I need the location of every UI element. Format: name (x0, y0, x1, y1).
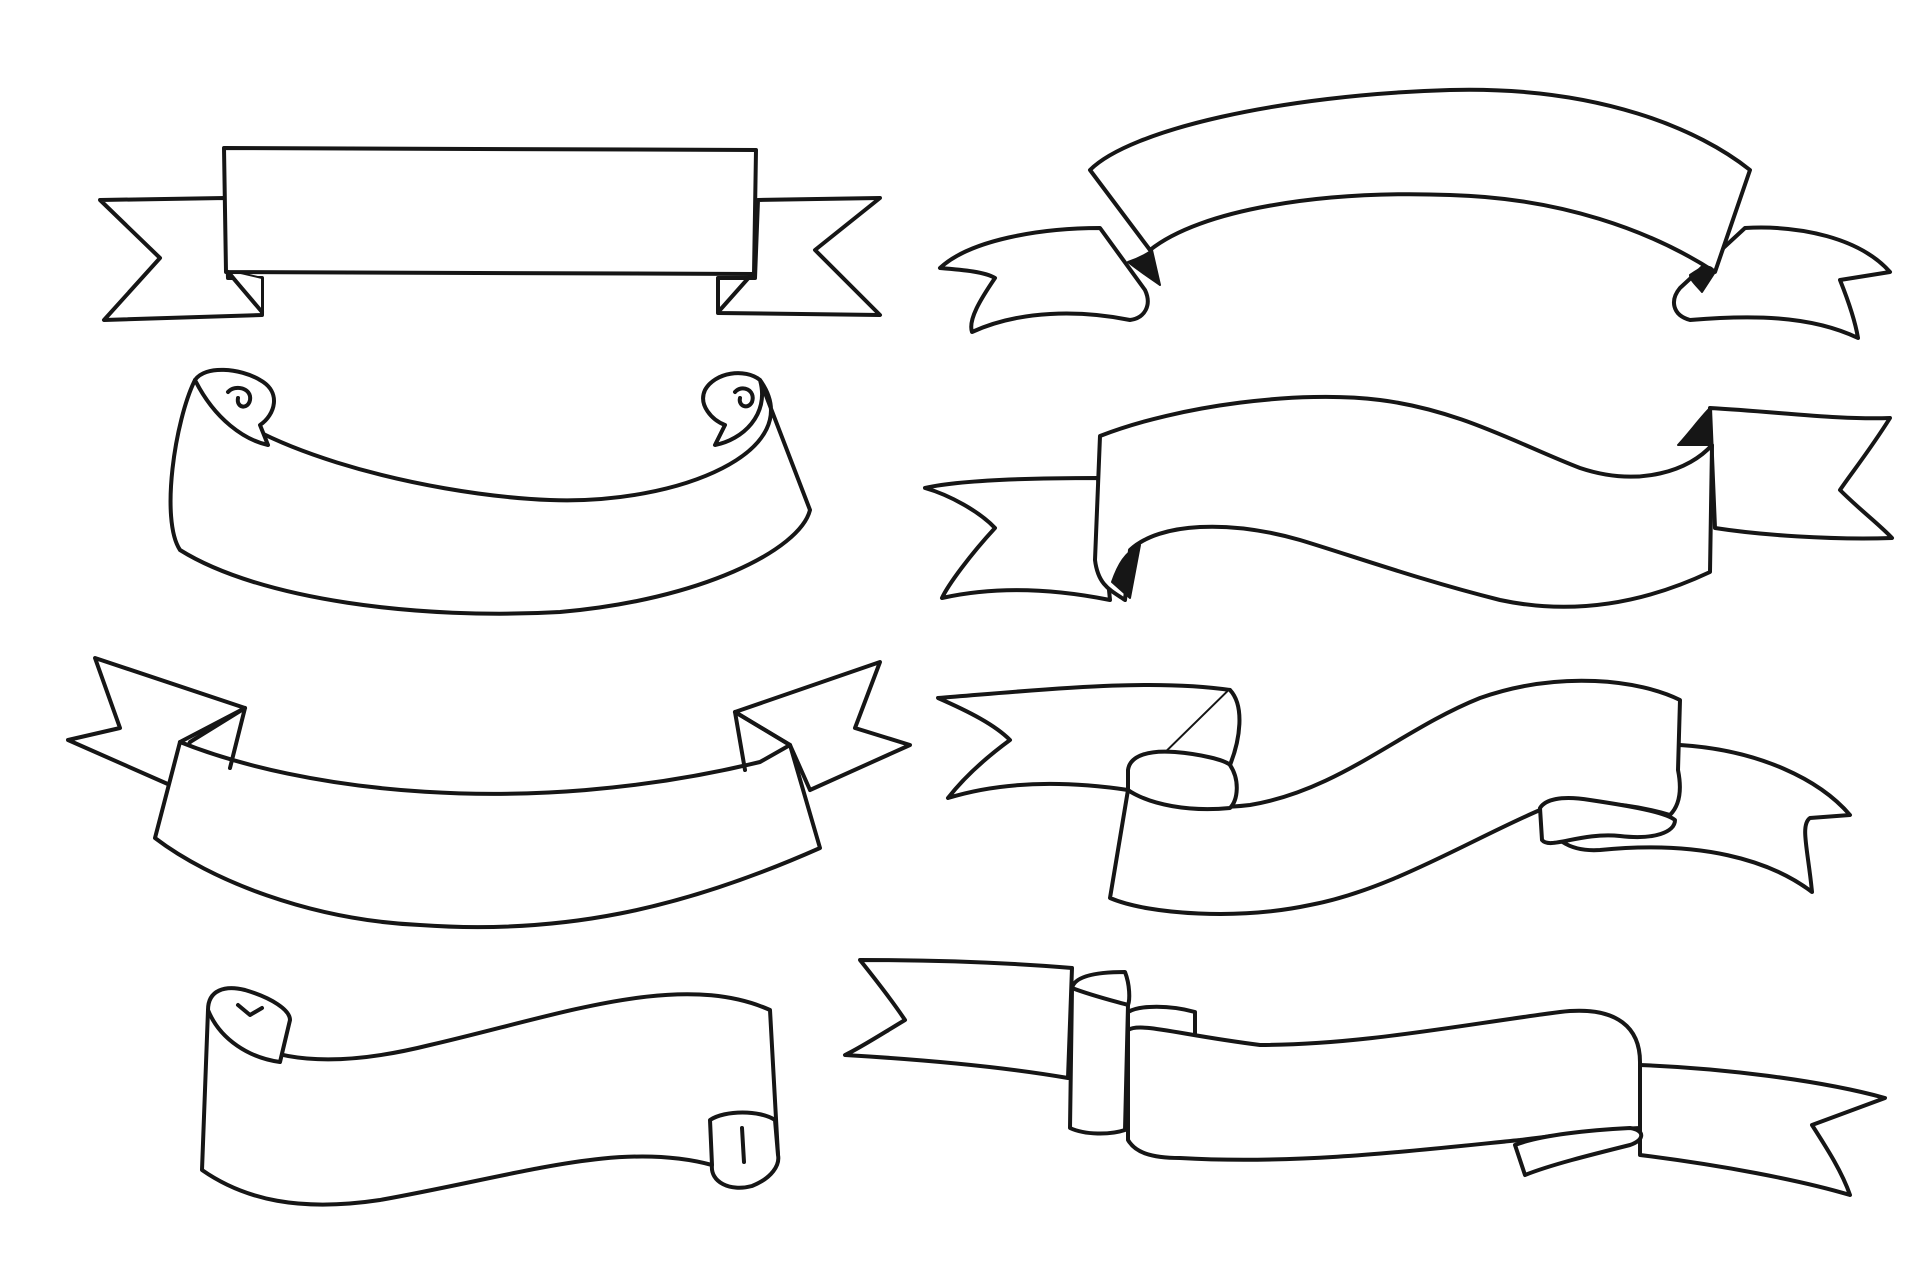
arched-ribbon-banner-top-right (938, 87, 1892, 340)
right-curl (1513, 1126, 1644, 1177)
banner-body (1088, 87, 1752, 274)
first-fold-top (1070, 970, 1132, 1007)
left-roll (193, 367, 276, 447)
left-inner-fold (1111, 544, 1141, 599)
arched-banner-with-folded-tails (66, 656, 912, 930)
left-tail (843, 958, 1074, 1080)
banner-body (153, 740, 822, 930)
left-tail (936, 682, 1232, 800)
left-roll (206, 986, 292, 1064)
left-tail (938, 226, 1150, 334)
left-roll-curl (226, 385, 253, 409)
straight-banner-with-notched-tails (98, 146, 882, 322)
scroll-body (168, 378, 812, 616)
right-tail (1708, 406, 1894, 541)
s-curve-ribbon-banner (936, 678, 1852, 916)
left-inner-fold (1127, 249, 1161, 286)
right-roll (701, 371, 764, 447)
right-tail (1638, 1063, 1887, 1197)
banner-body (1126, 1008, 1642, 1162)
right-curl (1538, 796, 1677, 846)
right-inner-fold (1677, 407, 1713, 446)
left-fold-line (178, 706, 247, 770)
left-tail (923, 476, 1112, 602)
right-tail (1672, 225, 1892, 340)
wavy-scroll-banner-right-end-rolled (200, 986, 781, 1207)
folded-double-ribbon-banner (843, 958, 1887, 1197)
wavy-ribbon-banner-middle-right (923, 394, 1894, 609)
right-roll-curl (740, 1126, 746, 1164)
right-roll-curl (733, 386, 755, 409)
first-fold (1068, 986, 1130, 1136)
left-roll-curl (236, 1003, 264, 1017)
left-fold-line (226, 270, 264, 314)
right-inner-fold (1689, 265, 1716, 293)
banner-body (1093, 394, 1714, 609)
curved-scroll-banner-both-ends-rolled (168, 367, 812, 616)
right-fold-line (718, 272, 754, 312)
right-fold-line (733, 710, 792, 772)
banner-body (222, 146, 758, 276)
left-curl (1126, 749, 1239, 812)
